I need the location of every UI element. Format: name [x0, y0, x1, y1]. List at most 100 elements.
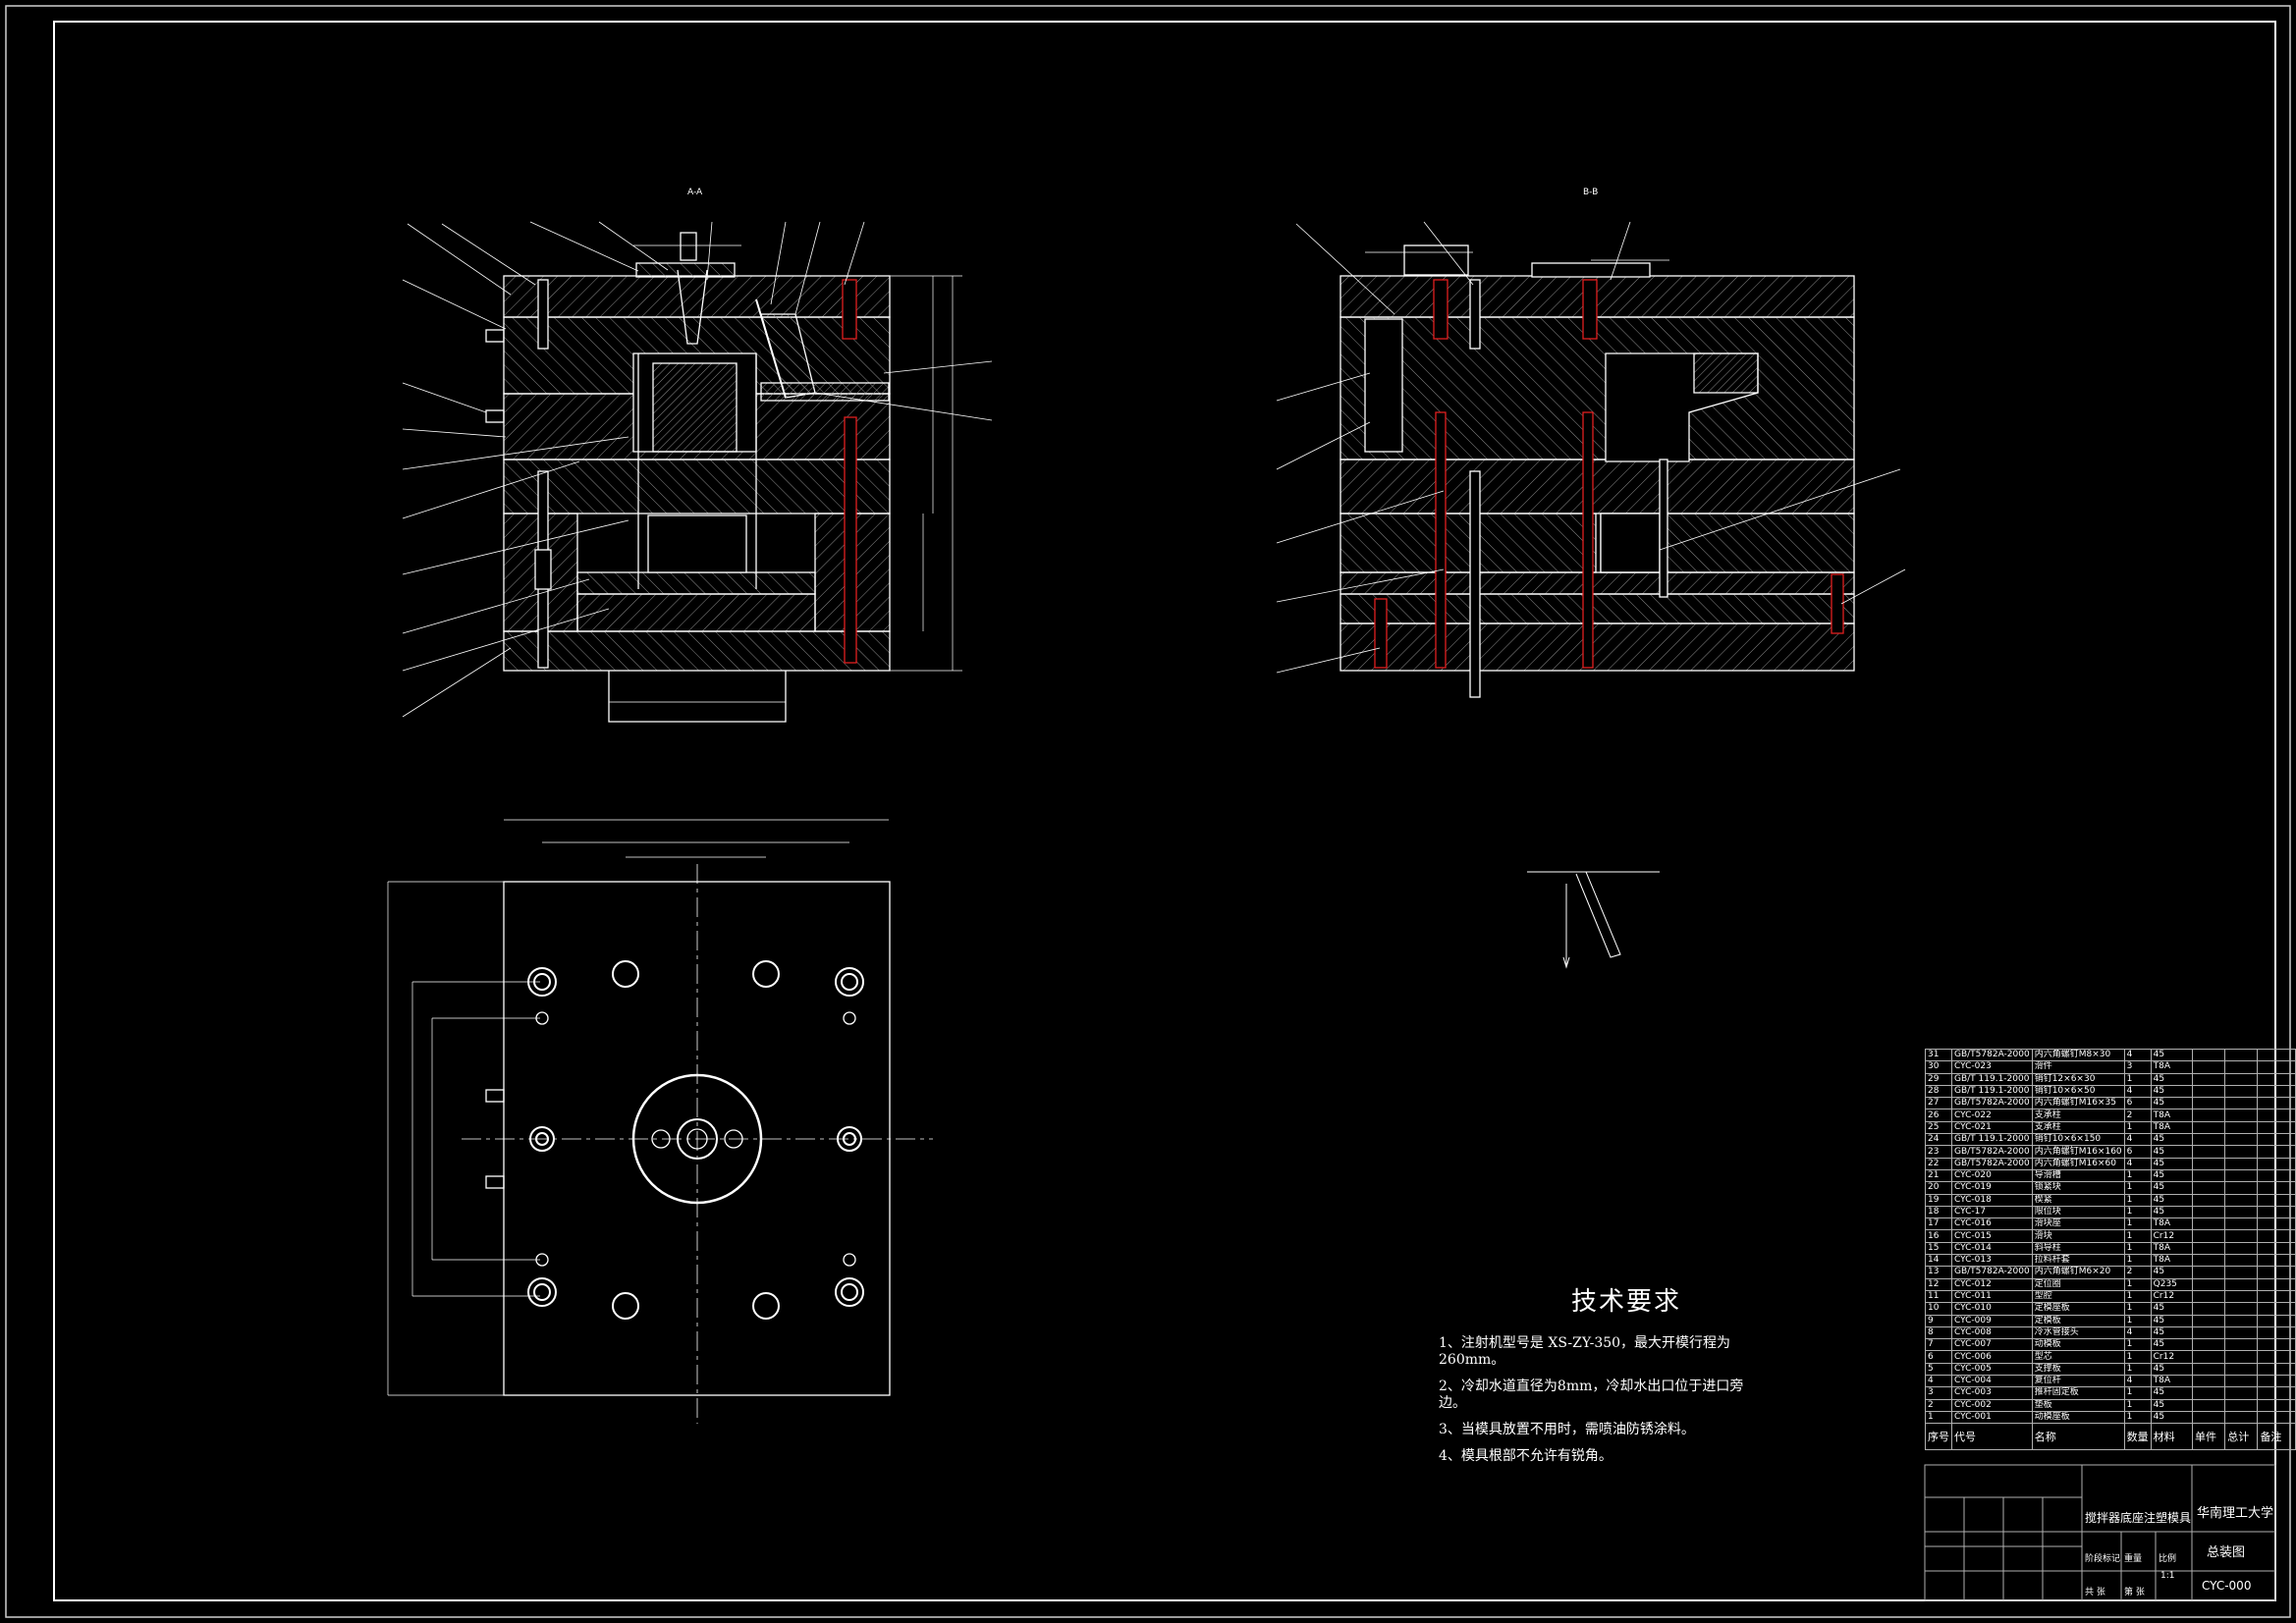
bom-cell-empty	[2224, 1181, 2259, 1195]
bom-cell-material: 45	[2150, 1193, 2194, 1207]
bom-cell-name: 楔紧	[2031, 1193, 2125, 1207]
bom-cell-material: 45	[2150, 1084, 2194, 1099]
bom-cell-no: 3	[1925, 1386, 1952, 1400]
bom-cell-qty: 2	[2123, 1109, 2152, 1122]
bom-cell-empty	[2191, 1120, 2226, 1135]
bom-cell-no: 23	[1925, 1145, 1952, 1159]
bom-cell-empty	[2224, 1362, 2259, 1377]
bom-cell-qty: 1	[2123, 1254, 2152, 1268]
drawing-name: 总装图	[2207, 1545, 2246, 1560]
bom-cell-material: 45	[2150, 1205, 2194, 1219]
bom-cell-no: 28	[1925, 1084, 1952, 1099]
bom-cell-name: 支承柱	[2031, 1120, 2125, 1135]
outer-frame	[5, 5, 2291, 1618]
bom-cell-code: CYC-009	[1951, 1314, 2033, 1327]
bom-cell-material: 45	[2150, 1133, 2194, 1147]
bom-cell-empty	[2257, 1157, 2296, 1170]
bom-cell-name: 复位杆	[2031, 1375, 2125, 1388]
bom-header-unit: 单件	[2191, 1423, 2226, 1451]
bom-cell-code: CYC-023	[1951, 1060, 2033, 1074]
bom-cell-empty	[2191, 1241, 2226, 1256]
bom-cell-empty	[2191, 1133, 2226, 1147]
bom-cell-name: 内六角螺钉M16×60	[2031, 1157, 2125, 1170]
bom-cell-no: 7	[1925, 1338, 1952, 1352]
bom-cell-qty: 6	[2123, 1145, 2152, 1159]
bom-cell-no: 25	[1925, 1120, 1952, 1135]
bom-cell-qty: 4	[2123, 1375, 2152, 1388]
bom-cell-no: 14	[1925, 1254, 1952, 1268]
bom-cell-empty	[2224, 1254, 2259, 1268]
bom-cell-empty	[2191, 1217, 2226, 1231]
bom-cell-empty	[2257, 1048, 2296, 1062]
bom-cell-code: CYC-020	[1951, 1168, 2033, 1183]
bom-cell-no: 16	[1925, 1229, 1952, 1243]
bom-cell-code: CYC-011	[1951, 1289, 2033, 1304]
bom-cell-qty: 4	[2123, 1133, 2152, 1147]
bom-header-total: 总计	[2224, 1423, 2259, 1451]
bom-cell-material: 45	[2150, 1048, 2194, 1062]
sheet-total: 共 张	[2085, 1588, 2105, 1597]
bom-cell-code: CYC-001	[1951, 1410, 2033, 1425]
bom-cell-empty	[2191, 1060, 2226, 1074]
bom-cell-material: T8A	[2150, 1060, 2194, 1074]
bom-cell-empty	[2257, 1375, 2296, 1388]
bom-cell-empty	[2191, 1145, 2226, 1159]
bom-cell-empty	[2224, 1217, 2259, 1231]
bom-cell-empty	[2224, 1193, 2259, 1207]
bom-cell-no: 26	[1925, 1109, 1952, 1122]
inner-frame	[53, 21, 2276, 1601]
bom-cell-material: T8A	[2150, 1217, 2194, 1231]
bom-cell-empty	[2257, 1386, 2296, 1400]
bom-cell-no: 6	[1925, 1350, 1952, 1364]
bom-cell-no: 12	[1925, 1277, 1952, 1291]
product-name: 搅拌器底座注塑模具	[2085, 1511, 2192, 1525]
bom-cell-code: GB/T5782A-2000	[1951, 1097, 2033, 1110]
bom-cell-no: 21	[1925, 1168, 1952, 1183]
bom-cell-name: 导滑槽	[2031, 1168, 2125, 1183]
bom-cell-empty	[2191, 1375, 2226, 1388]
bom-cell-empty	[2224, 1325, 2259, 1340]
bom-cell-code: CYC-006	[1951, 1350, 2033, 1364]
bom-cell-material: 45	[2150, 1072, 2194, 1086]
bom-cell-qty: 1	[2123, 1350, 2152, 1364]
slide-detail	[1527, 871, 1660, 969]
bom-cell-name: 冷水管接头	[2031, 1325, 2125, 1340]
bom-cell-empty	[2191, 1386, 2226, 1400]
bom-cell-empty	[2224, 1241, 2259, 1256]
bom-cell-material: 45	[2150, 1145, 2194, 1159]
bom-cell-material: T8A	[2150, 1375, 2194, 1388]
bom-cell-empty	[2224, 1350, 2259, 1364]
bom-cell-empty	[2257, 1289, 2296, 1304]
bom-cell-name: 销钉10×6×150	[2031, 1133, 2125, 1147]
bom-cell-name: 动模座板	[2031, 1410, 2125, 1425]
bom-cell-name: 锁紧块	[2031, 1181, 2125, 1195]
bom-cell-empty	[2257, 1229, 2296, 1243]
bom-cell-no: 18	[1925, 1205, 1952, 1219]
bom-cell-empty	[2191, 1277, 2226, 1291]
bom-cell-name: 垫板	[2031, 1398, 2125, 1412]
bom-cell-empty	[2257, 1072, 2296, 1086]
bom-cell-code: CYC-013	[1951, 1254, 2033, 1268]
sheet-number: 第 张	[2124, 1588, 2145, 1597]
bom-cell-empty	[2257, 1193, 2296, 1207]
bom-cell-qty: 1	[2123, 1362, 2152, 1377]
bom-cell-empty	[2224, 1109, 2259, 1122]
tech-requirement-1: 1、注射机型号是 XS-ZY-350，最大开模行程为260mm。	[1439, 1335, 1731, 1368]
bom-cell-code: CYC-022	[1951, 1109, 2033, 1122]
school-name: 华南理工大学	[2197, 1506, 2274, 1521]
bom-cell-empty	[2257, 1266, 2296, 1279]
bom-cell-name: 定位圈	[2031, 1277, 2125, 1291]
bom-cell-name: 内六角螺钉M6×20	[2031, 1266, 2125, 1279]
